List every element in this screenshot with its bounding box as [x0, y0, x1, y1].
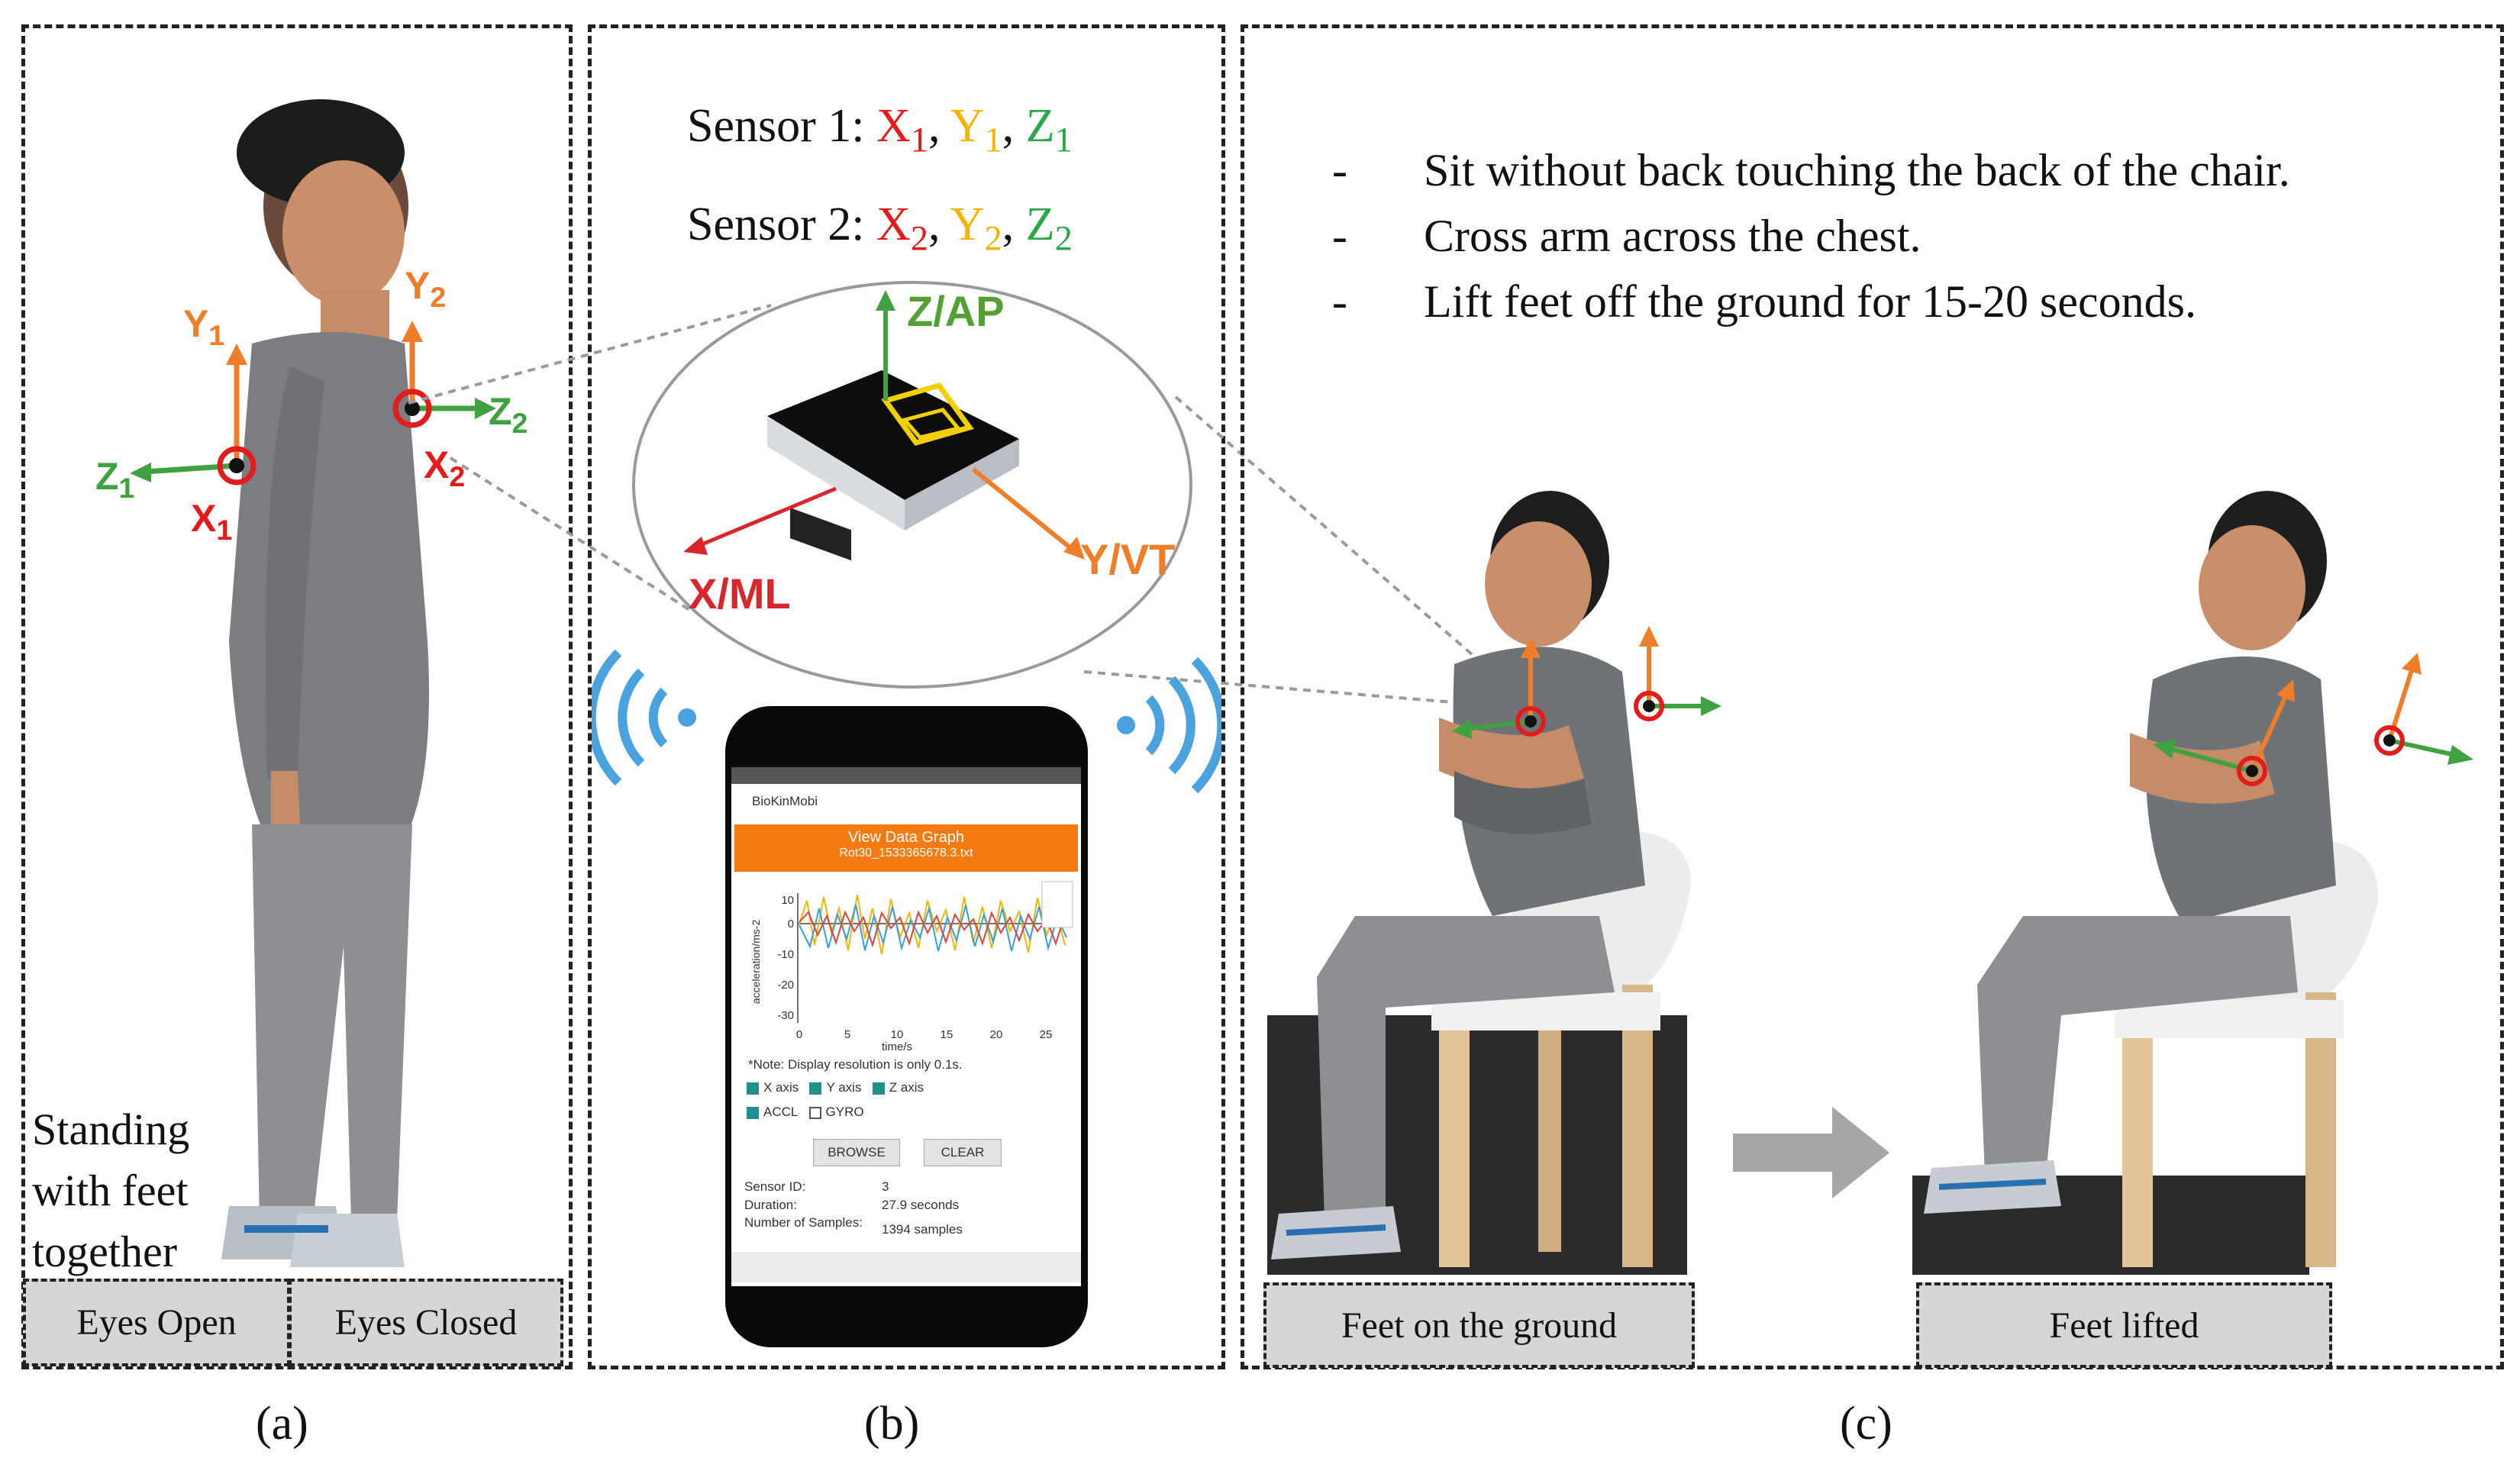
- y-axis-label: acceleration/ms-2: [750, 920, 762, 1005]
- phone-status-bar: [731, 767, 1081, 784]
- instruction-1: -Sit without back touching the back of t…: [1332, 137, 2290, 203]
- y-axis-checkbox[interactable]: Y axis: [809, 1080, 861, 1095]
- wireless-signal-right-icon: [1107, 649, 1221, 802]
- caption-b: (b): [864, 1397, 919, 1451]
- sensor-id-label: Sensor ID:: [744, 1179, 882, 1198]
- transition-arrow-icon: [1733, 1103, 1893, 1202]
- x-tick-10: 10: [891, 1028, 904, 1041]
- instruction-2: -Cross arm across the chest.: [1332, 203, 2290, 269]
- duration-value: 27.9 seconds: [882, 1198, 959, 1216]
- y-tick-neg10: -10: [777, 948, 794, 961]
- y-tick-neg30: -30: [777, 1009, 794, 1022]
- seated-right-axes: [2130, 603, 2512, 832]
- caption-c: (c): [1840, 1397, 1892, 1451]
- view-data-graph-header[interactable]: View Data Graph Rot30_1533365678.3.txt: [734, 824, 1078, 872]
- sensor-info: Sensor ID:3 Duration:27.9 seconds Number…: [744, 1179, 1065, 1237]
- sensor-id-value: 3: [882, 1179, 889, 1198]
- x-tick-5: 5: [844, 1028, 850, 1041]
- x-tick-20: 20: [990, 1028, 1003, 1041]
- sensor-type-checkboxes: ACCL GYRO: [747, 1105, 864, 1120]
- feet-on-ground-button[interactable]: Feet on the ground: [1263, 1282, 1695, 1368]
- x-axis-label: time/s: [882, 1040, 912, 1053]
- seated-left-axes: [1420, 595, 1741, 794]
- x-tick-labels: 0 5 10 15 20 25: [796, 1028, 1053, 1041]
- y-tick-0: 0: [788, 918, 794, 931]
- y-tick-neg20: -20: [777, 979, 794, 992]
- instructions-list: -Sit without back touching the back of t…: [1332, 137, 2290, 334]
- axis-checkboxes: X axis Y axis Z axis: [747, 1080, 924, 1095]
- yvt-axis-label: Y/VT: [1080, 534, 1175, 584]
- y-tick-labels: 10 0 -10 -20 -30: [777, 894, 794, 1022]
- zap-axis-label: Z/AP: [907, 286, 1005, 336]
- wireless-signal-left-icon: [592, 641, 706, 794]
- app-name: BioKinMobi: [752, 794, 818, 809]
- sensor-closeup: [622, 271, 1202, 714]
- browse-button[interactable]: BROWSE: [813, 1139, 900, 1166]
- duration-label: Duration:: [744, 1198, 882, 1216]
- header-file: Rot30_1533365678.3.txt: [734, 847, 1078, 860]
- x-axis-checkbox[interactable]: X axis: [747, 1080, 799, 1095]
- clear-button[interactable]: CLEAR: [924, 1139, 1002, 1166]
- samples-label: Number of Samples:: [744, 1216, 882, 1237]
- samples-value: 1394 samples: [882, 1222, 963, 1237]
- phone-nav-bar: [731, 1252, 1081, 1282]
- x-tick-25: 25: [1040, 1028, 1053, 1041]
- x-tick-0: 0: [796, 1028, 802, 1041]
- instruction-3: -Lift feet off the ground for 15-20 seco…: [1332, 269, 2290, 334]
- y-tick-10: 10: [781, 894, 794, 907]
- gyro-checkbox[interactable]: GYRO: [809, 1105, 864, 1119]
- feet-lifted-button[interactable]: Feet lifted: [1916, 1282, 2332, 1368]
- x-tick-15: 15: [941, 1028, 953, 1041]
- display-note: *Note: Display resolution is only 0.1s.: [748, 1057, 963, 1072]
- header-title: View Data Graph: [734, 829, 1078, 847]
- xml-axis-label: X/ML: [689, 569, 791, 618]
- acceleration-chart: 10 0 -10 -20 -30 0 5 10 15 20 25 time/s …: [737, 878, 1076, 1061]
- z-axis-checkbox[interactable]: Z axis: [873, 1080, 924, 1095]
- accl-checkbox[interactable]: ACCL: [747, 1105, 798, 1119]
